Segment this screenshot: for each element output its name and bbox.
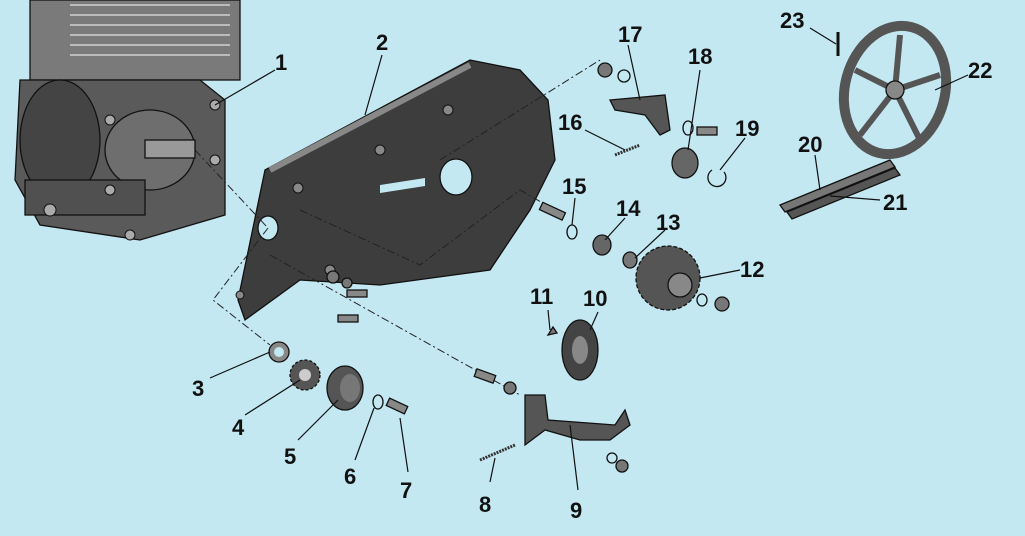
callout-20: 20 bbox=[798, 132, 822, 157]
callout-3: 3 bbox=[192, 376, 204, 401]
callout-5: 5 bbox=[284, 444, 296, 469]
callout-1: 1 bbox=[275, 50, 287, 75]
callout-15: 15 bbox=[562, 174, 586, 199]
callout-8: 8 bbox=[479, 492, 491, 517]
callout-19: 19 bbox=[735, 116, 759, 141]
callout-10: 10 bbox=[583, 286, 607, 311]
callout-12: 12 bbox=[740, 257, 764, 282]
callout-21: 21 bbox=[883, 190, 907, 215]
callout-18: 18 bbox=[688, 44, 712, 69]
callout-2: 2 bbox=[376, 30, 388, 55]
callout-23: 23 bbox=[780, 8, 804, 33]
callout-7: 7 bbox=[400, 478, 412, 503]
engine-part bbox=[14, 0, 241, 241]
callout-16: 16 bbox=[558, 110, 582, 135]
callout-9: 9 bbox=[570, 498, 582, 523]
callout-11: 11 bbox=[530, 284, 553, 309]
callout-6: 6 bbox=[344, 464, 356, 489]
wheel-and-belts bbox=[778, 20, 952, 220]
small-parts bbox=[268, 62, 730, 473]
drive-housing-plate-part bbox=[235, 59, 556, 322]
callout-4: 4 bbox=[232, 415, 245, 440]
callout-13: 13 bbox=[656, 210, 680, 235]
callout-14: 14 bbox=[616, 196, 641, 221]
callout-17: 17 bbox=[618, 22, 642, 47]
callout-labels: 1 2 3 4 5 6 7 8 9 10 11 12 13 14 15 16 1… bbox=[192, 8, 992, 523]
leader-lines bbox=[209, 27, 969, 491]
callout-22: 22 bbox=[968, 58, 992, 83]
assembly-lines bbox=[194, 59, 601, 396]
